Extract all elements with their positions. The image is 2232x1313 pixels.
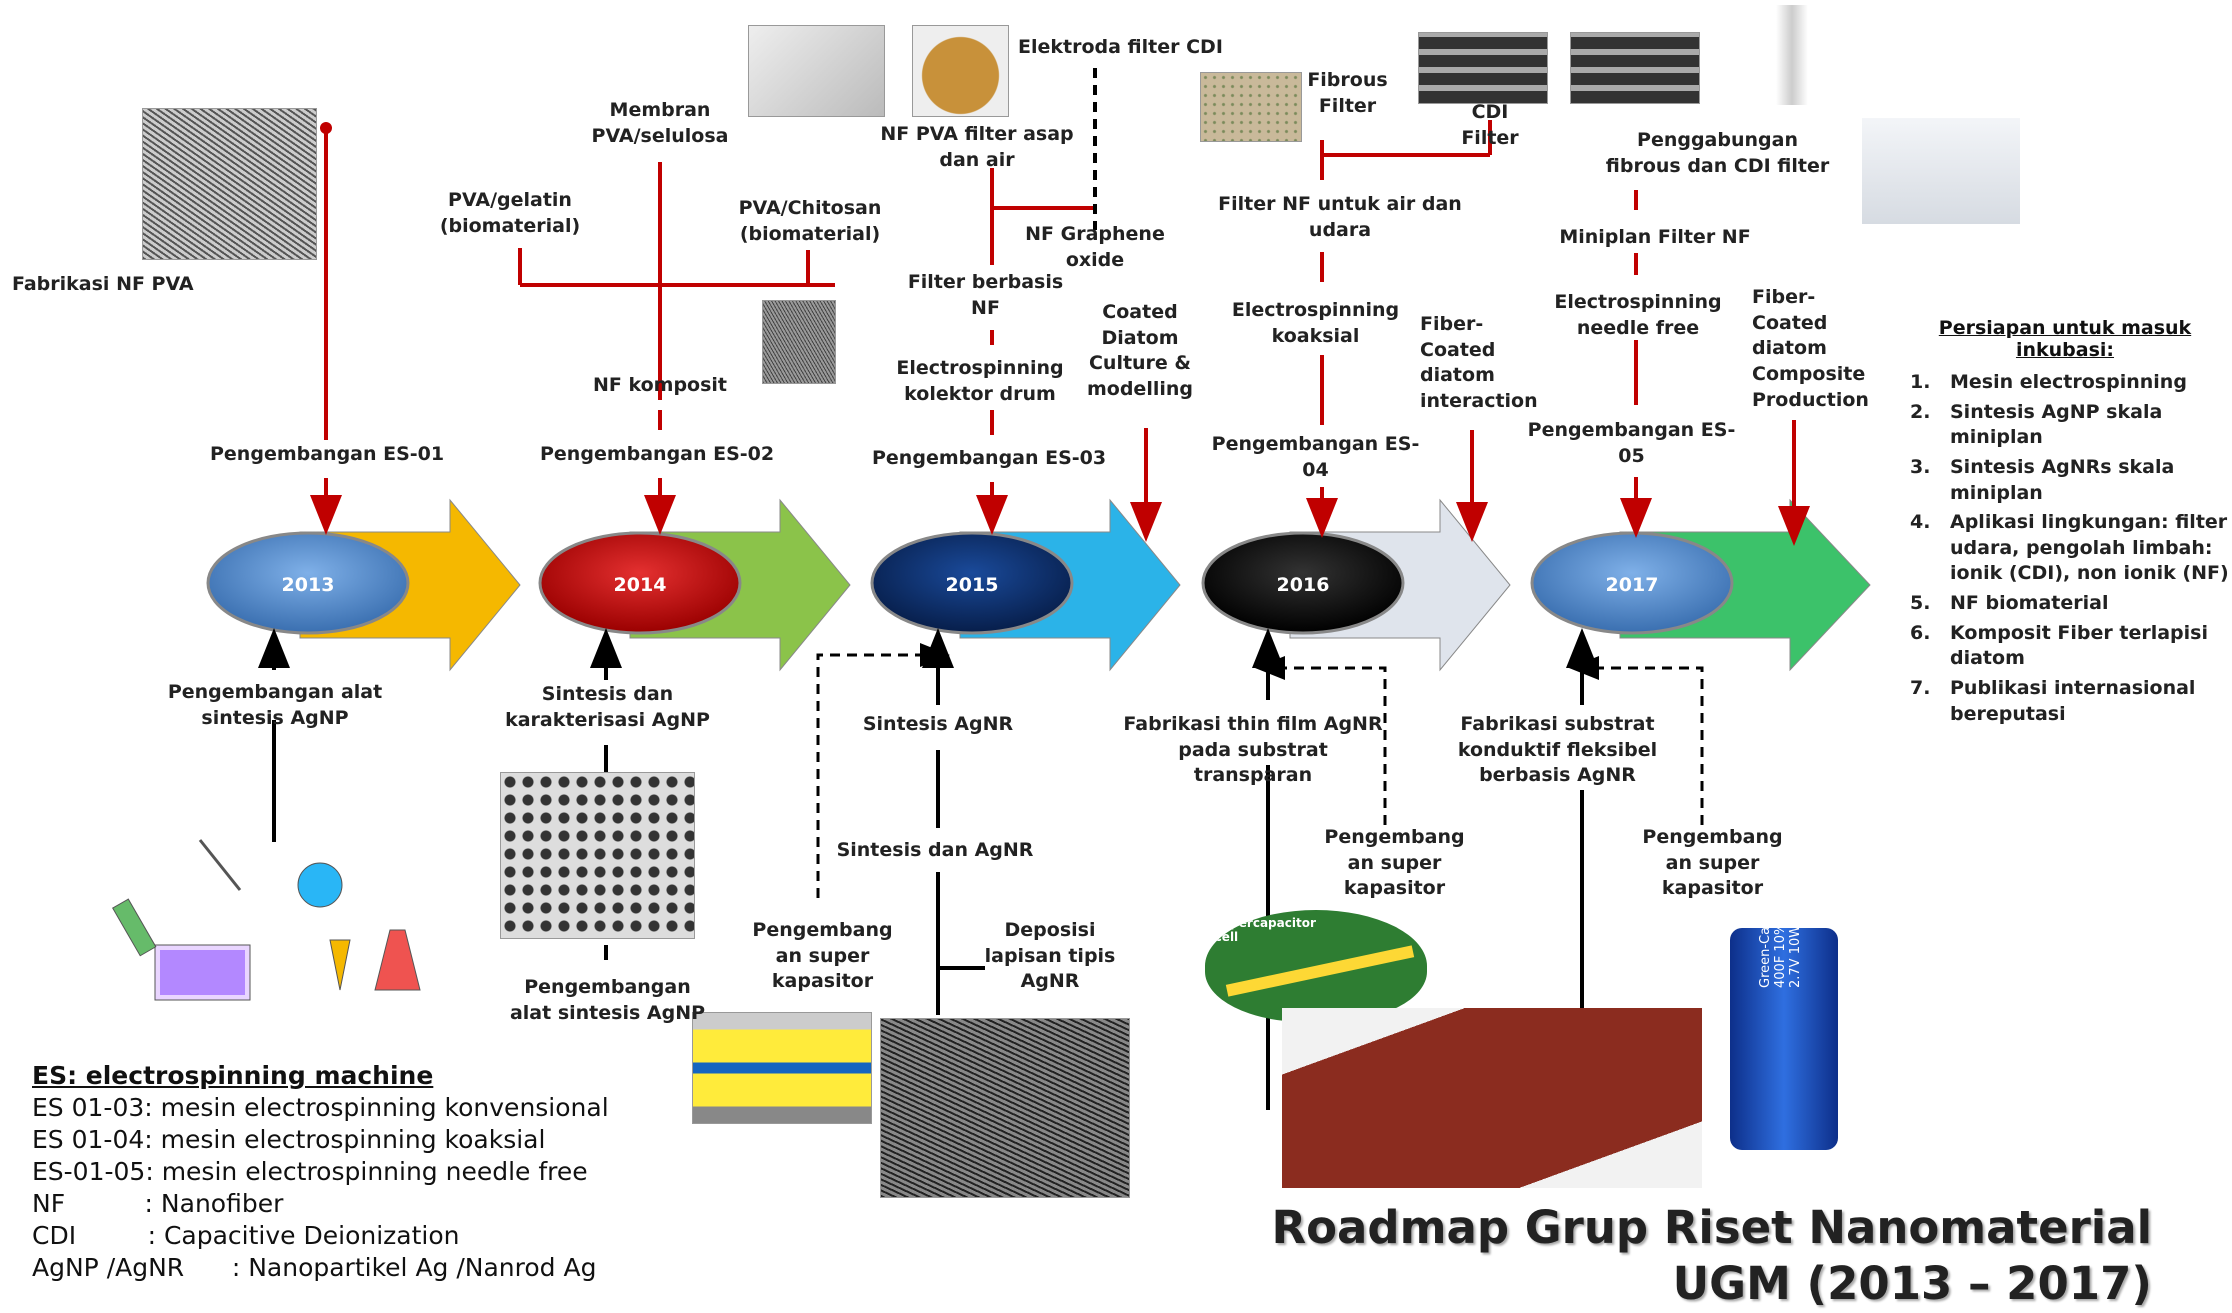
- preparation-title: Persiapan untuk masuk inkubasi:: [1938, 317, 2192, 361]
- filter-photo-white: [748, 25, 885, 117]
- label-electrospinning-koaksial: Electrospinning koaksial: [1231, 299, 1400, 347]
- supercapacitor-cell-label: Supercapacitor Cell: [1213, 916, 1316, 944]
- label-sintesis-agnr: Sintesis AgNR: [862, 713, 1014, 735]
- capacitor-label: Green-Cap 400F 10% 2.7V 10W: [1758, 918, 1803, 988]
- label-membran: Membran PVA/selulosa: [591, 99, 729, 147]
- nanofiber-sem-image-2013: [142, 108, 317, 260]
- label-fiber-coated-interaction: Fiber- Coated diatom interaction: [1420, 313, 1538, 412]
- supercapacitor-cell-photo: Supercapacitor Cell: [1205, 910, 1427, 1022]
- label-pengembangan-es03: Pengembangan ES-03: [872, 447, 1107, 469]
- legend-heading: ES: electrospinning machine: [32, 1061, 434, 1090]
- preparation-item: 7.Publikasi internasional bereputasi: [1910, 677, 2196, 725]
- preparation-list: 1.Mesin electrospinning 2.Sintesis AgNP …: [1910, 370, 2232, 731]
- label-electrospinning-drum: Electrospinning kolektor drum: [896, 357, 1064, 405]
- label-electrospinning-needle: Electrospinning needle free: [1554, 291, 1722, 339]
- agnr-sem-grid-image: [880, 1018, 1130, 1198]
- label-sintesis-dan-agnr: Sintesis dan AgNR: [836, 839, 1034, 861]
- label-penggabungan: Penggabungan fibrous dan CDI filter: [1605, 129, 1830, 177]
- label-filter-berbasis-nf: Filter berbasis NF: [907, 271, 1064, 319]
- label-elektroda-cdi: Elektroda filter CDI: [1018, 36, 1223, 58]
- agnp-tem-image: [500, 772, 695, 939]
- year-oval-2016: [1201, 531, 1405, 635]
- label-sintesis-karakterisasi: Sintesis dan karakterisasi AgNP: [505, 683, 710, 731]
- year-oval-2014: [538, 531, 742, 635]
- label-super-kapasitor-2016: Pengembang an super kapasitor: [1324, 826, 1465, 900]
- water-faucet-photo: [1760, 5, 1840, 105]
- year-label-2017: 2017: [1606, 574, 1659, 596]
- label-deposisi: Deposisi lapisan tipis AgNR: [984, 919, 1116, 993]
- label-nf-pva-filter: NF PVA filter asap dan air: [880, 123, 1074, 171]
- legend-line: AgNP /AgNR : Nanopartikel Ag /Nanrod Ag: [32, 1253, 597, 1282]
- year-label-2013: 2013: [282, 574, 335, 596]
- diagram-title: Roadmap Grup Riset Nanomaterial UGM (201…: [1271, 1200, 2152, 1313]
- preparation-item: 4.Aplikasi lingkungan: filter udara, pen…: [1910, 511, 2229, 585]
- label-fiber-coated-composite: Fiber- Coated diatom Composite Productio…: [1752, 286, 1869, 411]
- water-filter-product-photo: [1862, 118, 2020, 224]
- cdi-filter-diagram-2: [1570, 32, 1700, 104]
- title-line-2: UGM (2013 – 2017): [1672, 1257, 2152, 1311]
- top-connectors: [310, 120, 1810, 546]
- label-pva-chitosan: PVA/Chitosan (biomaterial): [738, 197, 882, 245]
- label-pva-gelatin: PVA/gelatin (biomaterial): [439, 189, 581, 237]
- preparation-item: 6.Komposit Fiber terlapisi diatom: [1910, 621, 2208, 670]
- legend-line: NF : Nanofiber: [32, 1189, 284, 1218]
- label-pengembangan-es05: Pengembangan ES- 05: [1527, 419, 1736, 467]
- label-super-kapasitor-2017: Pengembang an super kapasitor: [1642, 826, 1783, 900]
- supercapacitor-layer-diagram: [692, 1012, 872, 1124]
- label-alat-sintesis-agnp: Pengembangan alat sintesis AgNP: [167, 681, 383, 729]
- title-line-1: Roadmap Grup Riset Nanomaterial: [1271, 1201, 2152, 1254]
- year-label-2016: 2016: [1277, 574, 1330, 596]
- label-miniplan: Miniplan Filter NF: [1559, 226, 1751, 248]
- nanofiber-sem-image-2014: [762, 300, 836, 384]
- label-coated-diatom: Coated Diatom Culture & modelling: [1086, 301, 1193, 400]
- cdi-filter-diagram-1: [1418, 32, 1548, 104]
- flexible-substrate-photo: [1282, 1008, 1702, 1188]
- label-pengembangan-es01: Pengembangan ES-01: [210, 443, 445, 465]
- filter-photo-brown: [912, 25, 1009, 117]
- label-pengembangan-es02: Pengembangan ES-02: [540, 443, 775, 465]
- synthesis-apparatus-diagram: [100, 830, 430, 1030]
- label-pengembangan-alat-bottom: Pengembangan alat sintesis AgNP: [509, 976, 706, 1024]
- year-oval-2013: [206, 531, 410, 635]
- year-label-2014: 2014: [614, 574, 667, 596]
- label-super-kapasitor-2015: Pengembang an super kapasitor: [752, 919, 893, 993]
- label-fabrikasi-nf-pva: Fabrikasi NF PVA: [12, 273, 194, 295]
- year-label-2015: 2015: [946, 574, 999, 596]
- preparation-item: 1.Mesin electrospinning: [1910, 371, 2187, 393]
- capacitor-can-photo: Green-Cap 400F 10% 2.7V 10W: [1730, 919, 1838, 1150]
- legend-line: ES 01-03: mesin electrospinning konvensi…: [32, 1093, 609, 1122]
- preparation-item: 2.Sintesis AgNP skala miniplan: [1910, 400, 2163, 449]
- legend-line: ES 01-04: mesin electrospinning koaksial: [32, 1125, 546, 1154]
- label-thin-film: Fabrikasi thin film AgNR pada substrat t…: [1123, 713, 1383, 787]
- legend-line: ES-01-05: mesin electrospinning needle f…: [32, 1157, 588, 1186]
- legend-line: CDI : Capacitive Deionization: [32, 1221, 460, 1250]
- label-nf-komposit: NF komposit: [592, 374, 728, 396]
- fibrous-filter-photo: [1200, 72, 1302, 142]
- preparation-item: 5.NF biomaterial: [1910, 592, 2109, 615]
- label-fibrous-filter: Fibrous Filter: [1307, 69, 1388, 117]
- preparation-item: 3.Sintesis AgNRs skala miniplan: [1910, 455, 2175, 504]
- label-substrat: Fabrikasi substrat konduktif fleksibel b…: [1457, 713, 1658, 787]
- legend: ES: electrospinning machine ES 01-03: me…: [32, 1060, 609, 1284]
- label-filter-air-udara: Filter NF untuk air dan udara: [1218, 193, 1462, 241]
- year-oval-2015: [870, 531, 1074, 635]
- label-cdi-filter: CDI Filter: [1461, 101, 1519, 149]
- label-nf-graphene: NF Graphene oxide: [1025, 223, 1165, 271]
- label-pengembangan-es04: Pengembangan ES- 04: [1211, 433, 1420, 481]
